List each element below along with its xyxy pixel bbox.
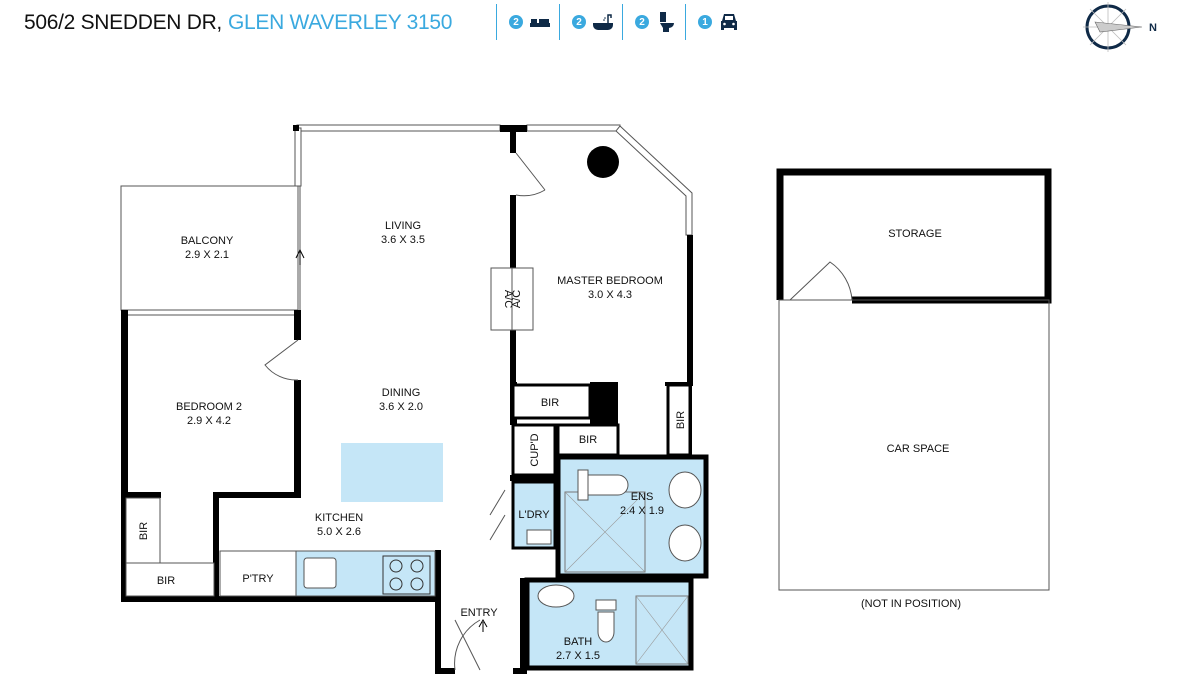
car-space-label: CAR SPACE — [887, 443, 950, 455]
suburb: GLEN WAVERLEY 3150 — [227, 11, 453, 34]
bir-master — [511, 383, 592, 420]
dining-size: 3.6 X 2.0 — [379, 401, 423, 413]
car-space-outline — [778, 299, 1050, 591]
cupboard-label: CUP'D — [529, 433, 541, 466]
bir-bed2-bottom-label: BIR — [157, 575, 175, 587]
street-address: 506/2 SNEDDEN DR, — [24, 11, 222, 34]
doors — [264, 152, 546, 671]
bir-ens — [556, 423, 620, 457]
bath-label: BATH — [564, 636, 593, 648]
ens-basin-1 — [668, 471, 702, 509]
bir-bed2-bottom — [125, 562, 215, 597]
bir-master-side-label: BIR — [675, 411, 687, 429]
feature-bathrooms: 2 — [559, 4, 622, 40]
sliding-door-arrow-icon — [295, 248, 305, 265]
entry-arrow-icon — [478, 618, 488, 632]
kitchen-island — [341, 443, 443, 502]
balcony-size: 2.9 X 2.1 — [185, 249, 229, 261]
dining-label: DINING — [382, 387, 421, 399]
car-spaces-count: 1 — [698, 15, 712, 29]
column — [587, 146, 619, 178]
master-size: 3.0 X 4.3 — [588, 289, 632, 301]
toilet-icon — [660, 12, 674, 32]
ens-label: ENS — [631, 491, 654, 503]
kitchen-label: KITCHEN — [315, 512, 363, 524]
bedrooms-count: 2 — [509, 15, 523, 29]
bedroom2-size: 2.9 X 4.2 — [187, 415, 231, 427]
kitchen-size: 5.0 X 2.6 — [317, 526, 361, 538]
bedroom2-label: BEDROOM 2 — [176, 401, 242, 413]
ens-size: 2.4 X 1.9 — [620, 505, 664, 517]
bir-bed2-side-label: BIR — [138, 522, 150, 540]
bathrooms-count: 2 — [572, 15, 586, 29]
bed-icon — [530, 19, 550, 27]
bir-ens-label: BIR — [579, 434, 597, 446]
ac-label-1: A/C — [502, 290, 514, 308]
cooktop — [382, 555, 431, 595]
ens-toilet — [577, 469, 629, 501]
bath-basin — [537, 584, 575, 608]
balcony-outline — [120, 185, 299, 311]
bath-shower — [635, 595, 689, 665]
storage-label: STORAGE — [888, 228, 942, 240]
storage-door — [789, 261, 853, 301]
laundry-label: L'DRY — [518, 509, 550, 521]
compass-north-label: N — [1149, 22, 1157, 34]
entry-label: ENTRY — [460, 607, 498, 619]
master-label: MASTER BEDROOM — [557, 275, 663, 287]
cupboard — [511, 423, 557, 477]
toilets-count: 2 — [635, 15, 649, 29]
living-size: 3.6 X 3.5 — [381, 234, 425, 246]
windows — [123, 124, 693, 316]
kitchen-sink — [303, 557, 337, 589]
living-label: LIVING — [385, 220, 421, 232]
property-features: 2 2 2 1 — [496, 4, 748, 44]
feature-toilets: 2 — [622, 4, 685, 40]
compass-icon: N — [1083, 2, 1157, 52]
feature-car-spaces: 1 — [685, 4, 748, 40]
bath-size: 2.7 X 1.5 — [556, 650, 600, 662]
laundry-tub — [526, 529, 552, 545]
feature-bedrooms: 2 — [496, 4, 559, 40]
ens-basin-2 — [668, 524, 702, 562]
car-space-note: (NOT IN POSITION) — [861, 598, 961, 610]
ac-label-2: A/C — [511, 290, 523, 308]
bir-bed2-side — [125, 497, 161, 564]
balcony-label: BALCONY — [181, 235, 234, 247]
bath-icon — [593, 14, 613, 30]
property-address: 506/2 SNEDDEN DR, GLEN WAVERLEY 3150 — [24, 8, 452, 38]
car-icon — [721, 14, 737, 30]
bath-toilet — [595, 599, 617, 643]
bir-master-label: BIR — [541, 397, 559, 409]
pantry-label: P'TRY — [242, 573, 274, 585]
